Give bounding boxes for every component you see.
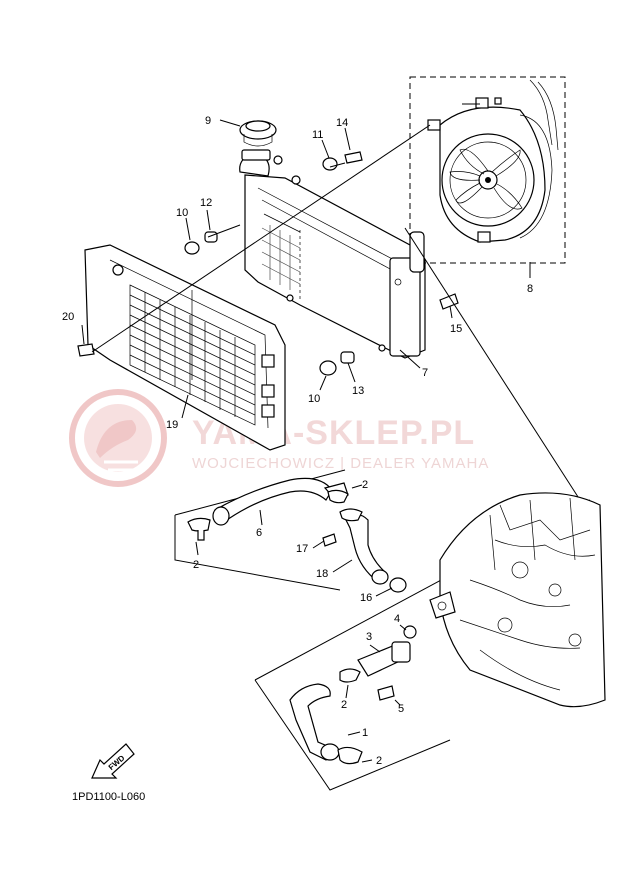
collar-13 bbox=[340, 351, 355, 364]
callout-3: 3 bbox=[366, 631, 372, 643]
callout-19: 19 bbox=[166, 419, 178, 431]
clamp-2-left bbox=[187, 517, 211, 532]
callout-10-upper: 10 bbox=[176, 207, 188, 219]
callout-9: 9 bbox=[205, 115, 211, 127]
callout-20: 20 bbox=[62, 311, 74, 323]
bolt-5 bbox=[377, 685, 395, 701]
callout-6: 6 bbox=[256, 527, 262, 539]
callout-15: 15 bbox=[450, 323, 462, 335]
grommet-10-upper bbox=[184, 241, 200, 255]
callout-2-left: 2 bbox=[193, 559, 199, 571]
callout-2-mid: 2 bbox=[341, 699, 347, 711]
leader-lines bbox=[81, 119, 581, 501]
callout-10-lower: 10 bbox=[308, 393, 320, 405]
clamp-2-lower bbox=[337, 746, 363, 765]
hose-18 bbox=[312, 508, 407, 597]
lower-hose-group bbox=[254, 499, 591, 791]
o-ring-4 bbox=[403, 625, 417, 639]
callout-17: 17 bbox=[296, 543, 308, 555]
radiator-core-mesh bbox=[261, 225, 301, 290]
small-parts bbox=[184, 151, 459, 376]
callout-5: 5 bbox=[398, 703, 404, 715]
clamp-2-upper bbox=[327, 489, 349, 504]
grommet-10-lower bbox=[319, 360, 337, 376]
clamp-2-mid bbox=[339, 668, 361, 683]
callout-labels: 9 11 14 10 12 8 20 15 7 13 10 19 2 6 2 1… bbox=[62, 115, 533, 767]
radiator bbox=[239, 149, 426, 359]
watermark-logo bbox=[69, 389, 167, 487]
diagram-code: 1PD1100-L060 bbox=[72, 791, 145, 803]
callout-16: 16 bbox=[360, 592, 372, 604]
bolt-15 bbox=[439, 293, 459, 310]
callout-4: 4 bbox=[394, 613, 400, 625]
collar-12 bbox=[204, 231, 218, 243]
fan-assembly bbox=[427, 79, 559, 243]
callout-2-lower: 2 bbox=[376, 755, 382, 767]
callout-7: 7 bbox=[422, 367, 428, 379]
hose-group-6 bbox=[174, 469, 363, 591]
guard-mesh bbox=[129, 284, 256, 426]
bolt-17 bbox=[322, 533, 337, 547]
callout-2-upper: 2 bbox=[362, 479, 368, 491]
radiator-cap bbox=[239, 120, 277, 147]
o-ring-16 bbox=[389, 577, 407, 593]
bolt-20 bbox=[77, 343, 95, 357]
callout-8: 8 bbox=[527, 283, 533, 295]
callout-13: 13 bbox=[352, 385, 364, 397]
callout-12: 12 bbox=[200, 197, 212, 209]
callout-1: 1 bbox=[362, 727, 368, 739]
callout-18: 18 bbox=[316, 568, 328, 580]
callout-11: 11 bbox=[312, 129, 323, 141]
bolt-14 bbox=[344, 151, 363, 164]
fwd-arrow: FWD bbox=[91, 743, 135, 779]
callout-14: 14 bbox=[336, 117, 348, 129]
engine-block bbox=[429, 492, 606, 708]
radiator-guard bbox=[77, 244, 286, 451]
grommet-11 bbox=[322, 157, 338, 171]
watermark-subtitle: WOJCIECHOWICZ | DEALER YAMAHA bbox=[192, 455, 489, 472]
